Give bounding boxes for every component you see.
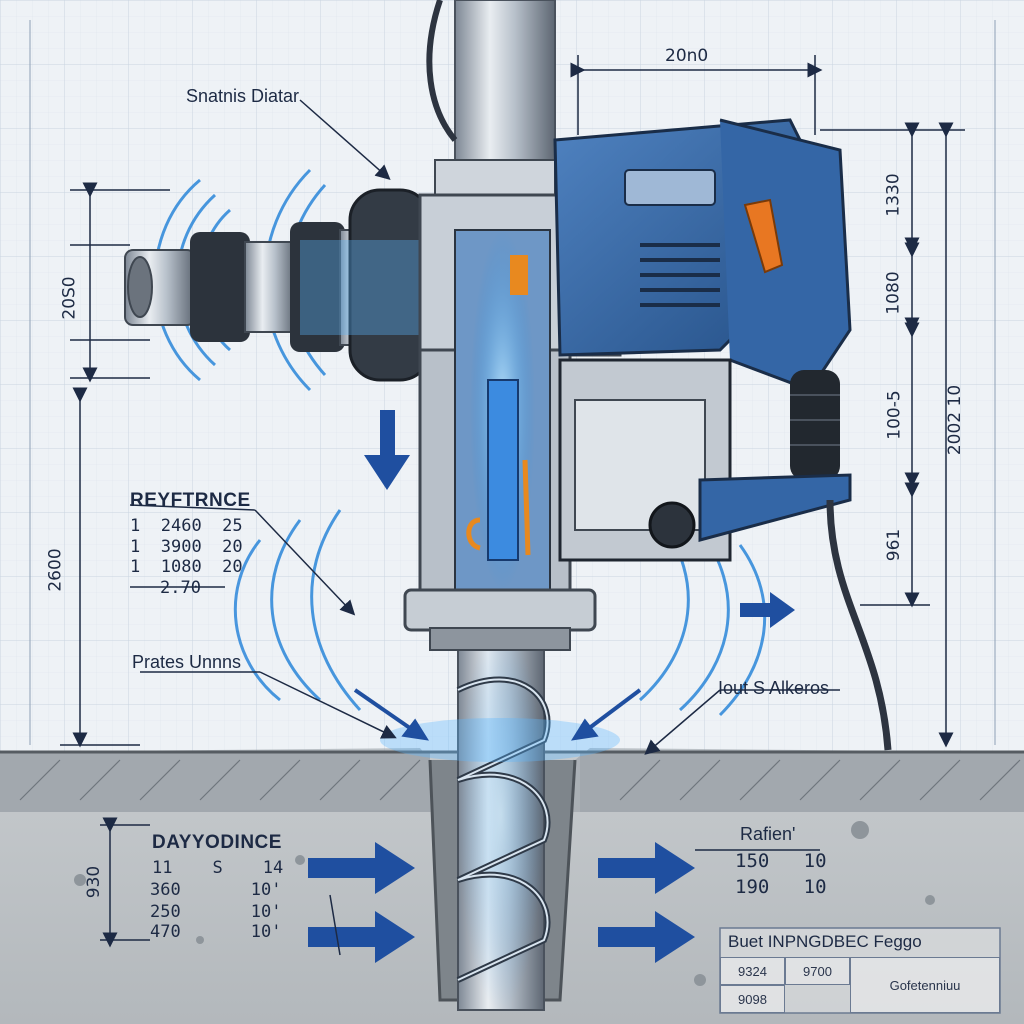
dim-right-total: 2002 10 (945, 384, 966, 456)
callout-top-left: Snatnis Diatar (186, 86, 300, 106)
dim-left-lower: 2600 (45, 548, 66, 592)
motor-body (553, 118, 892, 751)
trigger (743, 198, 784, 274)
title-block-cell-2: 9700 (785, 957, 850, 985)
title-block-title: Buet INPNGDBEC Feggo (728, 932, 922, 951)
dim-right-d: 961 (884, 528, 905, 562)
spindle-chuck (124, 188, 450, 382)
dim-top-width: 20n0 (665, 46, 709, 66)
callout-mid-left: Prates Unnns (132, 652, 242, 672)
dim-left-upper: 20S0 (59, 276, 80, 320)
auger-bit (456, 619, 551, 1011)
right-table-title: Rafien' (740, 824, 796, 844)
callout-mid-right: Iout S Alkeros (718, 678, 830, 698)
right-row-2: 190 10 (735, 876, 827, 898)
title-block-cell-3: 9098 (720, 985, 785, 1013)
drill-housing (403, 159, 622, 651)
ground-table-title: DAYYODINCE (152, 832, 282, 853)
reference-row-3: 1 1080 20 (130, 557, 243, 577)
reference-row-2: 1 3900 20 (130, 537, 243, 557)
dim-right-c: 100-5 (884, 390, 905, 440)
title-block-cell-4: Gofetenniuu (850, 957, 1000, 1013)
dimension-lines (60, 55, 965, 948)
reference-row-1: 1 2460 25 (130, 516, 243, 536)
reference-table-title: REYFTRNCE (130, 490, 251, 511)
dim-right-a: 1330 (883, 173, 904, 217)
right-row-1: 150 10 (735, 850, 827, 872)
title-block-cell-1: 9324 (720, 957, 785, 985)
dim-right-b: 1080 (883, 271, 904, 315)
dim-bottom-left: 930 (84, 865, 105, 899)
flow-arrows (308, 410, 795, 963)
reference-row-4: 2.70 (160, 578, 201, 598)
